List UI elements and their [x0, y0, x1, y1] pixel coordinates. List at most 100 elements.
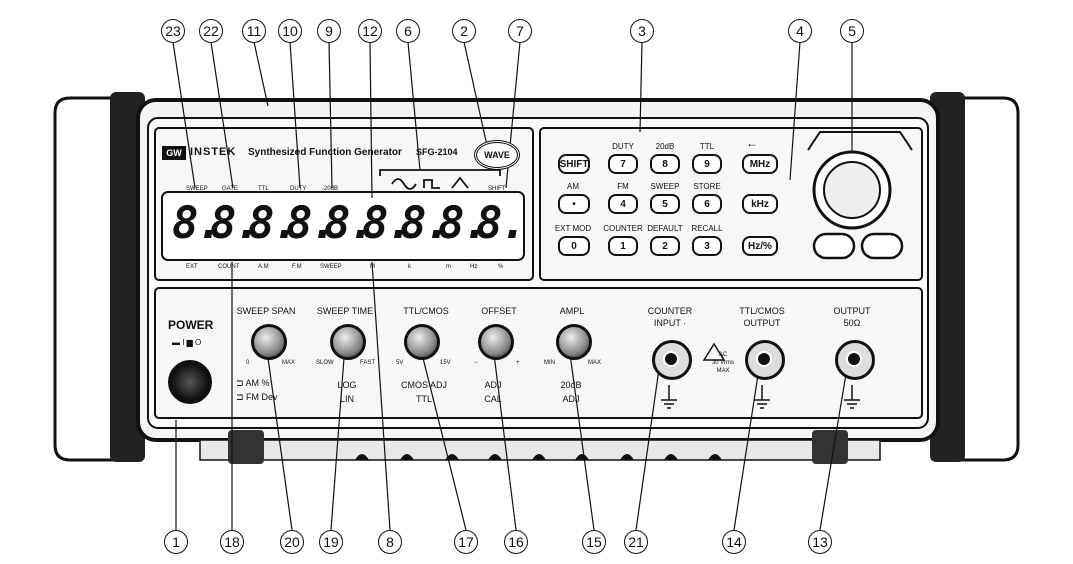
key-2[interactable]: 2 — [650, 236, 680, 256]
sweep-span-knob[interactable] — [251, 324, 287, 360]
shift-key[interactable]: SHIFT — [558, 154, 590, 174]
warning-max: MAX — [716, 368, 730, 374]
callout-18: 18 — [220, 530, 244, 554]
key-0[interactable]: 0 — [558, 236, 590, 256]
power-symbols: ▬ I ▆ O — [172, 338, 202, 347]
callout-15: 15 — [582, 530, 606, 554]
key-label-20db: 20dB — [655, 142, 675, 151]
indicator-ttl: TTL — [258, 186, 269, 192]
indicator-duty: DUTY — [290, 186, 307, 192]
brand-name: INSTEK — [190, 146, 237, 158]
unit-kilo: k — [408, 264, 411, 270]
indicator-sweep: SWEEP — [186, 186, 208, 192]
key-label-sweep: SWEEP — [650, 182, 680, 191]
model-number: SFG-2104 — [416, 147, 458, 157]
key-6[interactable]: 6 — [692, 194, 722, 214]
display-digit-9: 8. — [476, 198, 527, 249]
offset-max: + — [516, 360, 520, 366]
brand-logo: GW — [162, 146, 186, 160]
callout-5: 5 — [840, 19, 864, 43]
counter-input-connector[interactable] — [652, 340, 692, 380]
key-5[interactable]: 5 — [650, 194, 680, 214]
unit-am: A.M — [258, 264, 269, 270]
main-output-connector[interactable] — [835, 340, 875, 380]
callout-13: 13 — [808, 530, 832, 554]
callout-10: 10 — [278, 19, 302, 43]
warning-ac: AC — [718, 352, 728, 358]
ttl-cmos-output-connector[interactable] — [745, 340, 785, 380]
ttl-cmos-output-label: OUTPUT — [743, 318, 781, 328]
key-label-ttl: TTL — [699, 142, 715, 151]
mhz-key[interactable]: MHz — [742, 154, 778, 174]
key-label-duty: DUTY — [612, 142, 634, 151]
key-9[interactable]: 9 — [692, 154, 722, 174]
callout-8: 8 — [378, 530, 402, 554]
callout-9: 9 — [317, 19, 341, 43]
unit-hz: Hz — [470, 264, 478, 270]
key-3[interactable]: 3 — [692, 236, 722, 256]
khz-key[interactable]: kHz — [742, 194, 778, 214]
am-mode-label: ⊐ AM % — [236, 378, 270, 388]
power-label: POWER — [168, 318, 214, 332]
callout-11: 11 — [242, 19, 266, 43]
amplitude-knob[interactable] — [556, 324, 592, 360]
sweep-span-label: SWEEP SPAN — [236, 306, 296, 316]
callout-7: 7 — [508, 19, 532, 43]
sweep-time-knob[interactable] — [330, 324, 366, 360]
unit-mega: M — [370, 264, 375, 270]
hz-percent-key[interactable]: Hz/% — [742, 236, 778, 256]
indicator-20db: -20dB — [322, 186, 339, 192]
display-digit-2: 8. — [210, 198, 261, 249]
offset-knob[interactable] — [478, 324, 514, 360]
key-1[interactable]: 1 — [608, 236, 638, 256]
ttl-label: TTL — [415, 394, 432, 404]
sweep-time-min: SLOW — [316, 360, 334, 366]
ttl-cmos-knob[interactable] — [404, 324, 440, 360]
counter-label: COUNTER — [647, 306, 693, 316]
callout-2: 2 — [452, 19, 476, 43]
key-label-fm: FM — [617, 182, 629, 191]
offset-cal-label: CAL — [484, 394, 502, 404]
unit-ext: EXT — [186, 264, 198, 270]
counter-input-label: INPUT · — [653, 318, 687, 328]
ttl-cmos-label: TTL/CMOS — [403, 306, 449, 316]
ttl-cmos-out-label: TTL/CMOS — [739, 306, 785, 316]
indicator-shift: SHIFT — [488, 186, 506, 192]
back-arrow-icon: ← — [746, 136, 758, 150]
sweep-log-label: LOG — [337, 380, 357, 390]
ampl-adj-label: ADJ — [562, 394, 580, 404]
unit-fm: F.M — [292, 264, 302, 270]
fm-mode-label: ⊐ FM Dev — [236, 392, 278, 402]
device-title: Synthesized Function Generator — [248, 147, 402, 158]
ampl-label: AMPL — [559, 306, 585, 316]
callout-17: 17 — [454, 530, 478, 554]
callout-3: 3 — [630, 19, 654, 43]
decimal-key[interactable]: • — [558, 194, 590, 214]
sweep-lin-label: LIN — [339, 394, 354, 404]
offset-label: OFFSET — [481, 306, 517, 316]
cmos-adj-label: CMOS ADJ — [400, 380, 447, 390]
ampl-max: MAX — [588, 360, 602, 366]
callout-19: 19 — [319, 530, 343, 554]
key-8[interactable]: 8 — [650, 154, 680, 174]
power-switch[interactable] — [168, 360, 212, 404]
callout-4: 4 — [788, 19, 812, 43]
display-digit-4: 8. — [286, 198, 337, 249]
callout-22: 22 — [199, 19, 223, 43]
sweep-span-min: 0 — [246, 360, 250, 366]
output-label: OUTPUT — [833, 306, 871, 316]
callout-12: 12 — [358, 19, 382, 43]
offset-min: − — [474, 360, 478, 366]
sweep-span-max: MAX — [282, 360, 296, 366]
display-digit-8: 8. — [438, 198, 489, 249]
display-digit-1: 8. — [172, 198, 223, 249]
callout-20: 20 — [280, 530, 304, 554]
display-digit-6: 8. — [362, 198, 413, 249]
ampl-min: MIN — [544, 360, 555, 366]
warning-vrms: 30 Vrms — [711, 360, 735, 366]
key-label-am: AM — [567, 182, 579, 191]
key-4[interactable]: 4 — [608, 194, 638, 214]
wave-button[interactable]: WAVE — [474, 140, 520, 170]
key-7[interactable]: 7 — [608, 154, 638, 174]
